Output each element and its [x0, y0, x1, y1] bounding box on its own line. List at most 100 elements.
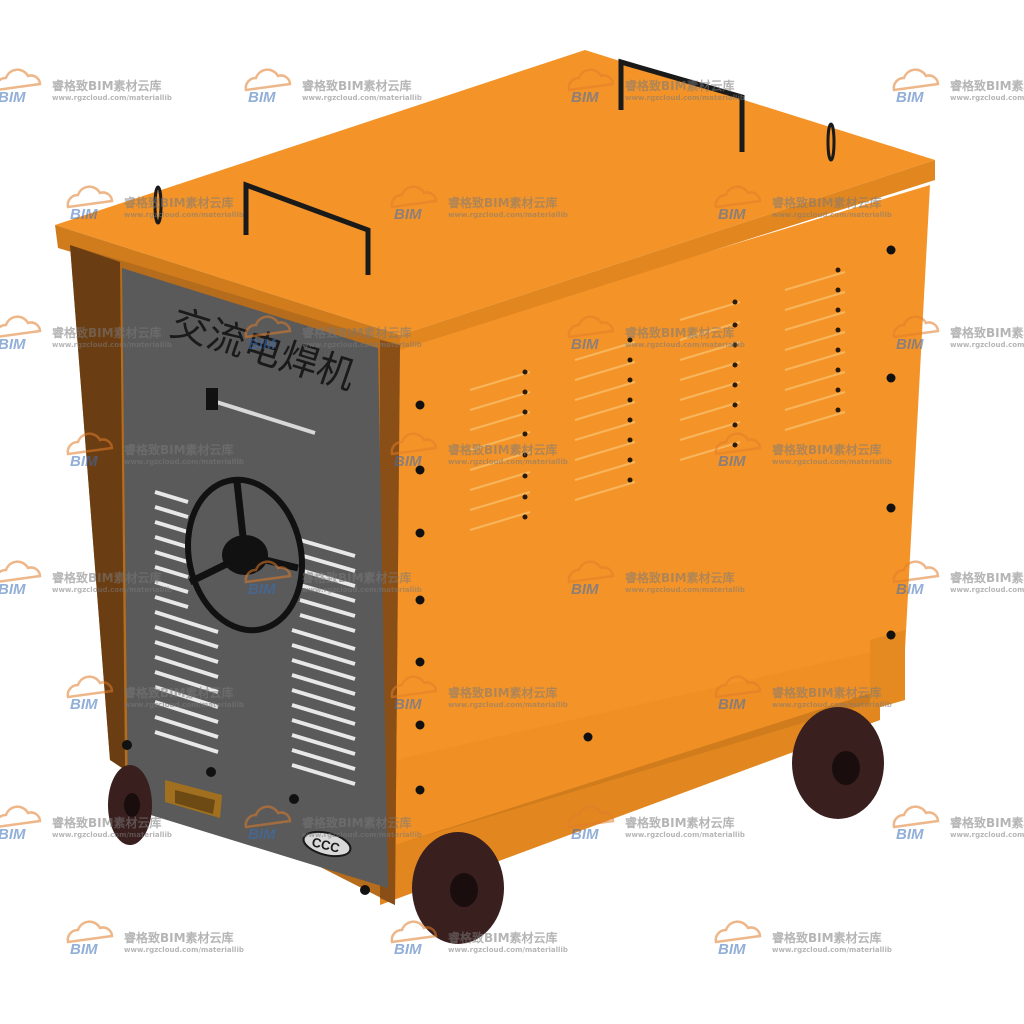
watermark-logo-text: BIM: [0, 89, 26, 106]
watermark-url: www.rgzcloud.com/materiallib: [52, 94, 172, 102]
watermark-url: www.rgzcloud.com/materiallib: [950, 586, 1024, 594]
watermark-brand: 睿格致BIM素材云库: [124, 195, 234, 210]
watermark-url: www.rgzcloud.com/materiallib: [124, 946, 244, 954]
lifting-eye-left: [153, 185, 163, 225]
watermark-brand: 睿格致BIM素材云库: [625, 570, 735, 585]
top-handle-rear[interactable]: [618, 58, 745, 152]
watermark-logo-text: BIM: [248, 89, 276, 106]
watermark-url: www.rgzcloud.com/materiallib: [124, 701, 244, 709]
selector-knob[interactable]: [206, 388, 218, 410]
cloud-logo-icon: [66, 185, 114, 209]
watermark-tile: BIM 睿格致BIM素材云库www.rgzcloud.com/materialli…: [66, 920, 244, 958]
side-vents: [469, 271, 846, 531]
watermark-url: www.rgzcloud.com/materiallib: [772, 701, 892, 709]
watermark-tile: BIM 睿格致BIM素材云库www.rgzcloud.com/materialli…: [892, 68, 1024, 106]
cloud-logo-icon: [567, 68, 615, 92]
cloud-logo-icon: [567, 560, 615, 584]
watermark-brand: 睿格致BIM素材云库: [950, 325, 1024, 340]
watermark-logo-text: BIM: [896, 581, 924, 598]
front-frame-trim: [70, 245, 125, 770]
watermark-logo-text: BIM: [70, 941, 98, 958]
watermark-url: www.rgzcloud.com/materiallib: [772, 946, 892, 954]
ccc-certification-mark: CCC: [302, 830, 352, 858]
front-vent-right: [291, 538, 356, 786]
watermark-tile: BIM睿格致BIM素材云库www.rgzcloud.com/materialli…: [714, 920, 892, 958]
watermark-url: www.rgzcloud.com/materiallib: [625, 94, 745, 102]
cloud-logo-icon: [892, 805, 940, 829]
watermark-url: www.rgzcloud.com/materiallib: [302, 586, 422, 594]
adjustment-handwheel[interactable]: [174, 469, 315, 641]
watermark-logo-text: BIM: [896, 89, 924, 106]
watermark-tile: BIM睿格致BIM素材云库www.rgzcloud.com/materialli…: [66, 675, 244, 713]
cloud-logo-icon: [0, 315, 42, 338]
watermark-brand: 睿格致BIM素材云库: [302, 815, 412, 830]
side-vent-dots: [522, 267, 841, 520]
output-terminal-shade: [175, 790, 215, 814]
watermark-url: www.rgzcloud.com/materiallib: [950, 94, 1024, 102]
side-lower-band: [395, 650, 880, 845]
front-right-wheel: [412, 832, 504, 944]
watermark-brand: 睿格致BIM素材云库: [772, 930, 882, 945]
watermark-tile: BIM睿格致BIM素材云库www.rgzcloud.com/materialli…: [0, 560, 172, 598]
watermark-tile: BIM睿格致BIM素材云库www.rgzcloud.com/materialli…: [244, 68, 422, 106]
watermark-url: www.rgzcloud.com/materiallib: [448, 701, 568, 709]
watermark-url: www.rgzcloud.com/materiallib: [52, 831, 172, 839]
front-control-panel: [122, 268, 388, 888]
watermark-brand: 睿格致BIM素材云库: [448, 442, 558, 457]
watermark-brand: 睿格致BIM素材云库: [950, 570, 1024, 585]
watermark-logo-text: BIM: [896, 336, 924, 353]
watermark-brand: 睿格致BIM素材云库: [625, 325, 735, 340]
watermark-brand: 睿格致BIM素材云库: [124, 442, 234, 457]
cloud-logo-icon: [390, 432, 438, 456]
top-lid-edge-side: [400, 160, 935, 350]
cloud-logo-icon: [0, 560, 42, 583]
watermark-logo-text: BIM: [248, 581, 276, 598]
selector-slot[interactable]: [206, 388, 316, 435]
top-handle-front[interactable]: [243, 181, 371, 275]
watermark-url: www.rgzcloud.com/materiallib: [124, 458, 244, 466]
cloud-logo-icon: [66, 920, 114, 944]
watermark-brand: 睿格致BIM素材云库: [625, 78, 735, 93]
watermark-brand: 睿格致BIM素材云库: [950, 78, 1024, 93]
watermark-logo-text: BIM: [70, 453, 98, 470]
watermark-url: www.rgzcloud.com/materiallib: [772, 211, 892, 219]
watermark-brand: 睿格致BIM素材云库: [124, 685, 234, 700]
watermark-brand: 睿格致BIM素材云库: [302, 570, 412, 585]
watermark-url: www.rgzcloud.com/materiallib: [772, 458, 892, 466]
watermark-logo-text: BIM: [394, 206, 422, 223]
watermark-tile: BIM睿格致BIM素材云库www.rgzcloud.com/materialli…: [244, 805, 422, 843]
watermark-tile: BIM睿格致BIM素材云库www.rgzcloud.com/materialli…: [714, 675, 892, 713]
watermark-url: www.rgzcloud.com/materiallib: [625, 831, 745, 839]
watermark-tile: BIM 睿格致BIM素材云库www.rgzcloud.com/materialli…: [244, 560, 422, 598]
watermark-logo-text: BIM: [571, 826, 599, 843]
front-vent-left: [154, 490, 219, 754]
cloud-logo-icon: [390, 185, 438, 209]
cloud-logo-icon: [714, 675, 762, 699]
watermark-url: www.rgzcloud.com/materiallib: [950, 341, 1024, 349]
watermark-logo-text: BIM: [718, 696, 746, 713]
side-bolts: [415, 245, 896, 795]
watermark-brand: 睿格致BIM素材云库: [302, 78, 412, 93]
watermark-tile: BIM睿格致BIM素材云库www.rgzcloud.com/materialli…: [390, 675, 568, 713]
cloud-logo-icon: [244, 560, 292, 584]
watermark-url: www.rgzcloud.com/materiallib: [625, 341, 745, 349]
watermark-logo-text: BIM: [571, 89, 599, 106]
watermark-brand: 睿格致BIM素材云库: [124, 930, 234, 945]
watermark-tile: BIM 睿格致BIM素材云库www.rgzcloud.com/materialli…: [892, 315, 1024, 353]
cloud-logo-icon: [567, 315, 615, 339]
watermark-tile: BIM睿格致BIM素材云库www.rgzcloud.com/materialli…: [0, 68, 172, 106]
cloud-logo-icon: [714, 185, 762, 209]
watermark-brand: 睿格致BIM素材云库: [448, 685, 558, 700]
cloud-logo-icon: [567, 805, 615, 829]
panel-screws: [122, 740, 370, 895]
top-lid: [55, 50, 935, 335]
watermark-url: www.rgzcloud.com/materiallib: [52, 341, 172, 349]
watermark-logo-text: BIM: [571, 336, 599, 353]
watermark-url: www.rgzcloud.com/materiallib: [448, 946, 568, 954]
watermark-logo-text: BIM: [718, 206, 746, 223]
watermark-tile: BIM 睿格致BIM素材云库www.rgzcloud.com/materialli…: [567, 315, 745, 353]
watermark-logo-text: BIM: [0, 581, 26, 598]
base-front: [380, 690, 880, 905]
rear-right-wheel: [792, 707, 884, 819]
